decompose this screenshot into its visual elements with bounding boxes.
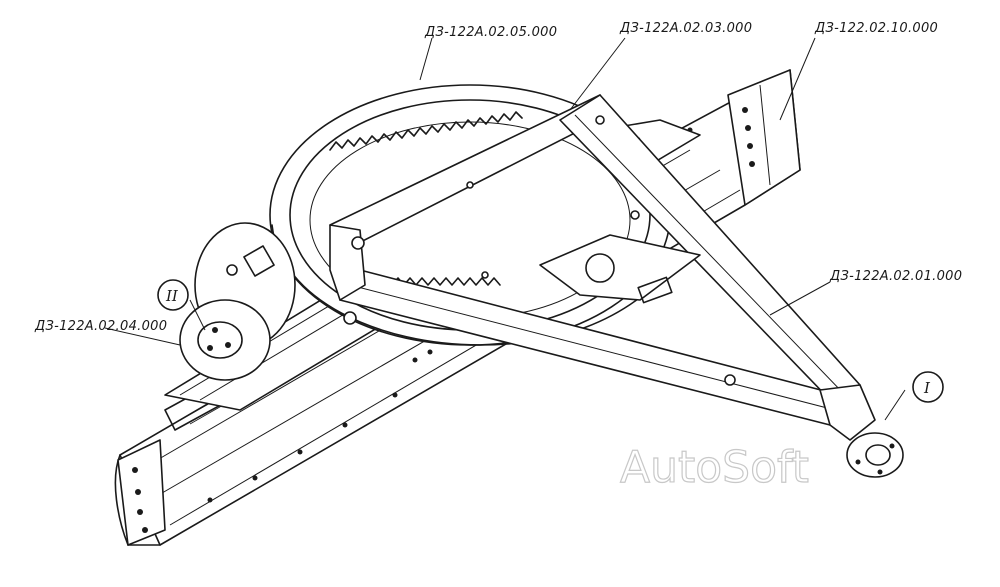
- callout-detail-2-text: II: [165, 287, 179, 305]
- drive-hub-right: [846, 432, 904, 478]
- leader-lines: [104, 37, 906, 421]
- callout-detail-1-text: I: [923, 379, 931, 397]
- label-part-02-05: ДЗ-122А.02.05.000: [424, 25, 557, 40]
- drive-hub-left: [179, 222, 296, 381]
- watermark: AutoSoft: [620, 442, 809, 493]
- callout-detail-2: II: [157, 279, 189, 311]
- label-part-02-03: ДЗ-122А.02.03.000: [619, 21, 752, 36]
- callout-detail-1: I: [912, 371, 944, 403]
- label-part-02-10: ДЗ-122.02.10.000: [814, 21, 938, 36]
- a-frame-drawbar: [329, 94, 876, 441]
- label-part-02-01: ДЗ-122А.02.01.000: [829, 269, 962, 284]
- label-part-02-04: ДЗ-122А.02.04.000: [34, 319, 167, 334]
- center-plate: [539, 234, 701, 304]
- blade-bolt-holes: [132, 107, 755, 533]
